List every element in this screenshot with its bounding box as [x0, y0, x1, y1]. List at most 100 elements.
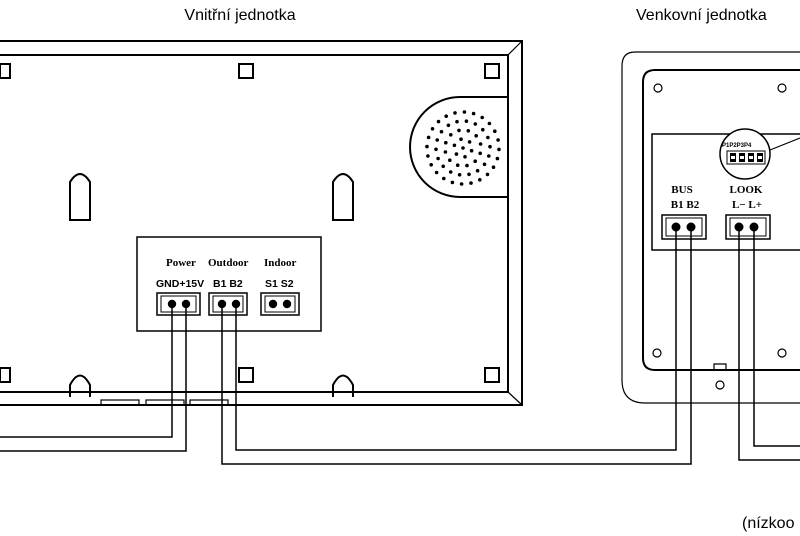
speaker-hole — [457, 173, 462, 177]
lock-pins: L− L+ — [732, 199, 762, 211]
screw-terminal — [282, 299, 292, 309]
speaker-hole — [467, 140, 472, 144]
wire-lock-plus — [753, 227, 800, 447]
outdoor-unit-label: Venkovní jednotka — [636, 7, 767, 24]
speaker-hole — [444, 140, 448, 145]
speaker-hole — [495, 156, 500, 161]
speaker-grille — [409, 96, 508, 198]
wire-bus-inner — [235, 227, 677, 451]
speaker-hole — [436, 156, 440, 161]
speaker-hole — [462, 110, 467, 114]
wire-power-15v — [0, 304, 187, 452]
speaker-hole — [487, 154, 491, 158]
speaker-hole — [487, 121, 492, 126]
bus-title: BUS — [671, 184, 692, 196]
speaker-hole — [464, 119, 469, 123]
speaker-hole — [441, 164, 446, 169]
pins-outdoor: B1 B2 — [213, 278, 243, 290]
screw-hole — [652, 348, 662, 358]
speaker-hole — [467, 172, 471, 177]
speaker-hole — [450, 180, 455, 185]
speaker-hole — [430, 127, 435, 131]
speaker-hole — [485, 172, 490, 177]
wire-power-gnd — [0, 304, 173, 438]
indoor-terminal-block: Power Outdoor Indoor GND+15V B1 B2 S1 S2 — [136, 236, 322, 332]
speaker-hole — [454, 152, 459, 156]
speaker-hole — [457, 128, 461, 133]
speaker-hole — [449, 133, 453, 137]
speaker-hole — [426, 154, 430, 158]
mount-square — [484, 63, 500, 79]
speaker-hole — [469, 148, 474, 153]
speaker-hole — [482, 162, 487, 167]
mounting-squares — [0, 63, 500, 383]
screw-terminal — [268, 299, 278, 309]
speaker-hole — [478, 178, 482, 182]
keyhole-slot — [69, 173, 91, 221]
screw-hole — [777, 348, 787, 358]
mount-square — [238, 367, 254, 383]
speaker-hole — [488, 144, 492, 149]
speaker-hole — [496, 138, 500, 142]
speaker-hole — [442, 176, 446, 181]
speaker-hole — [443, 150, 448, 154]
speaker-hole — [466, 129, 471, 133]
keyhole-slot — [332, 173, 354, 221]
speaker-hole — [453, 111, 457, 115]
speaker-hole — [497, 147, 501, 152]
speaker-hole — [435, 138, 440, 142]
terminal-outdoor — [208, 292, 248, 316]
speaker-hole — [455, 163, 460, 167]
speaker-hole — [491, 165, 496, 169]
lock-title: LOOK — [729, 184, 762, 196]
dip-switch-label: P1P2P3P4 — [722, 143, 752, 149]
terminal-indoor — [260, 292, 300, 316]
screw-hole — [777, 83, 787, 93]
bus-pins: B1 B2 — [671, 199, 700, 211]
dip-switch: P1P2P3P4 — [719, 128, 800, 180]
speaker-hole — [493, 129, 497, 133]
pins-indoor: S1 S2 — [265, 278, 294, 290]
terminal-power — [156, 292, 201, 316]
speaker-hole — [436, 119, 441, 124]
speaker-hole — [455, 119, 459, 124]
mount-square — [238, 63, 254, 79]
keyhole-slots — [69, 173, 354, 397]
speaker-hole — [473, 159, 478, 163]
speaker-hole — [439, 129, 444, 134]
speaker-hole — [473, 122, 478, 126]
header-indoor: Indoor — [264, 257, 297, 269]
wires — [0, 227, 800, 465]
speaker-hole — [448, 158, 452, 162]
speaker-hole — [434, 147, 438, 152]
indoor-unit — [0, 40, 523, 406]
mount-square — [0, 63, 11, 79]
keyhole-slot — [69, 374, 91, 397]
speaker-hole — [469, 181, 473, 185]
screw-hole — [653, 83, 663, 93]
speaker-hole — [475, 168, 480, 173]
header-outdoor: Outdoor — [208, 257, 248, 269]
terminal-bus — [661, 214, 707, 240]
header-power: Power — [166, 257, 196, 269]
speaker-hole — [444, 114, 449, 118]
speaker-hole — [425, 144, 429, 149]
indoor-unit-label: Vnitřní jednotka — [184, 7, 295, 24]
speaker-hole — [478, 142, 483, 146]
speaker-hole — [480, 115, 485, 120]
keyhole-slot — [332, 374, 354, 397]
speaker-hole — [448, 170, 453, 174]
terminal-lock — [725, 214, 771, 240]
speaker-hole — [452, 143, 457, 148]
speaker-hole — [434, 170, 439, 175]
speaker-hole — [471, 111, 476, 116]
speaker-hole — [426, 135, 431, 140]
wire-bus-outer — [221, 227, 692, 465]
outdoor-unit — [621, 51, 800, 404]
speaker-hole — [465, 163, 469, 168]
speaker-hole — [461, 146, 465, 150]
speaker-hole — [474, 134, 479, 138]
pins-power: GND+15V — [156, 278, 204, 290]
mount-square — [484, 367, 500, 383]
